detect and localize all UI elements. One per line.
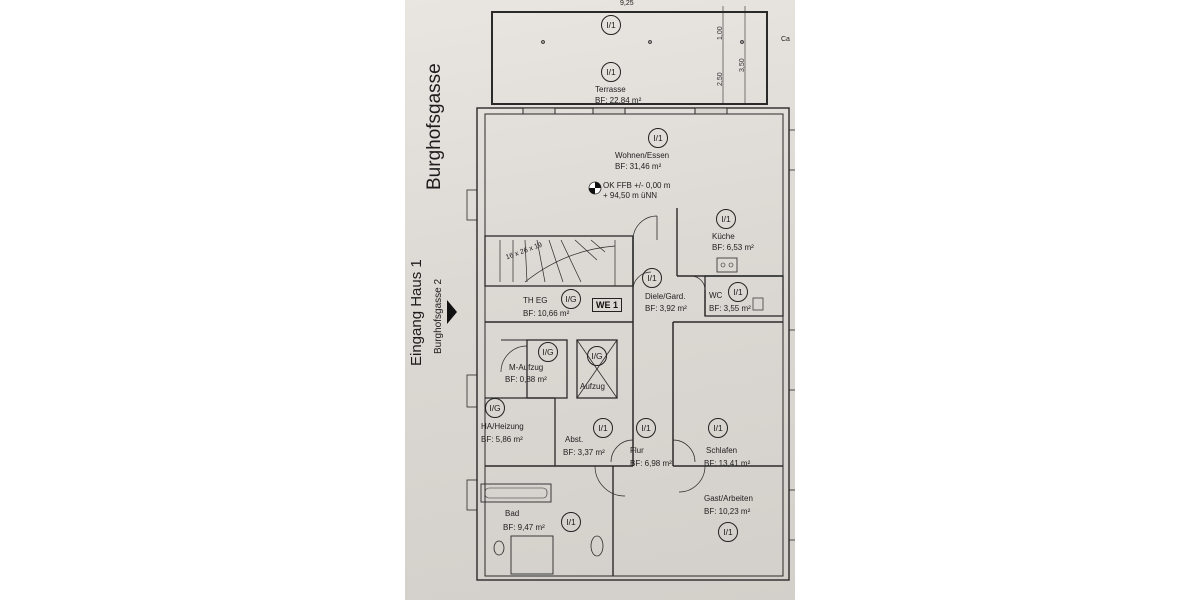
room-area-heizung: BF: 5,86 m² bbox=[481, 435, 523, 444]
room-name-heizung: HA/Heizung bbox=[481, 422, 524, 431]
entrance-address: Burghofsgasse 2 bbox=[433, 278, 444, 354]
room-area-kueche: BF: 6,53 m² bbox=[712, 243, 754, 252]
room-marker: I/G bbox=[587, 346, 607, 366]
dimension-label: 1,00 bbox=[717, 26, 724, 40]
entrance-label: Eingang Haus 1 bbox=[408, 259, 425, 366]
room-name-aufzug: Aufzug bbox=[580, 382, 605, 391]
room-name-flur: Flur bbox=[630, 446, 644, 455]
room-area-bad: BF: 9,47 m² bbox=[503, 523, 545, 532]
room-area-gast: BF: 10,23 m² bbox=[704, 507, 751, 516]
room-name-wc: WC bbox=[709, 291, 723, 300]
dimension-label: 3,50 bbox=[739, 58, 746, 72]
floor-plan-sheet: Burghofsgasse Eingang Haus 1 Burghofsgas… bbox=[405, 0, 795, 600]
room-area-schlafen: BF: 13,41 m² bbox=[704, 459, 751, 468]
room-name-m-aufzug: M-Aufzug bbox=[509, 363, 544, 372]
room-marker: I/1 bbox=[593, 418, 613, 438]
room-area-m-aufzug: BF: 0,88 m² bbox=[505, 375, 547, 384]
room-area-flur: BF: 6,98 m² bbox=[630, 459, 672, 468]
room-name-gast: Gast/Arbeiten bbox=[704, 494, 753, 503]
room-marker: I/1 bbox=[716, 209, 736, 229]
room-marker: I/1 bbox=[561, 512, 581, 532]
room-name-kueche: Küche bbox=[712, 232, 735, 241]
room-marker: I/G bbox=[485, 398, 505, 418]
room-marker: I/1 bbox=[642, 268, 662, 288]
room-marker: I/1 bbox=[636, 418, 656, 438]
dimension-label: 2,50 bbox=[717, 72, 724, 86]
apartment-badge: WE 1 bbox=[592, 298, 623, 312]
room-marker: I/1 bbox=[601, 15, 621, 35]
terrace-outline bbox=[491, 11, 768, 105]
room-name-abst: Abst. bbox=[565, 435, 584, 444]
room-area-wohnen: BF: 31,46 m² bbox=[615, 162, 662, 171]
room-area-abst: BF: 3,37 m² bbox=[563, 448, 605, 457]
room-marker: I/G bbox=[538, 342, 558, 362]
room-marker: I/1 bbox=[601, 62, 621, 82]
elevation-line2: + 94,50 m üNN bbox=[603, 191, 658, 200]
elevation-line1: OK FFB +/- 0,00 m bbox=[603, 181, 671, 190]
room-marker: I/1 bbox=[648, 128, 668, 148]
room-name-diele: Diele/Gard. bbox=[645, 292, 686, 301]
room-name-bad: Bad bbox=[505, 509, 520, 518]
room-area-th-eg: BF: 10,66 m² bbox=[523, 309, 570, 318]
room-marker: I/1 bbox=[728, 282, 748, 302]
room-area-wc: BF: 3,55 m² bbox=[709, 304, 751, 313]
floor-plan-drawing bbox=[447, 6, 795, 581]
room-area-diele: BF: 3,92 m² bbox=[645, 304, 687, 313]
room-name-terrasse: Terrasse bbox=[595, 85, 626, 94]
room-name-schlafen: Schlafen bbox=[706, 446, 738, 455]
room-area-terrasse: BF: 22,84 m² bbox=[595, 96, 642, 105]
street-label: Burghofsgasse bbox=[424, 63, 445, 190]
room-name-th-eg: TH EG bbox=[523, 296, 548, 305]
room-name-wohnen: Wohnen/Essen bbox=[615, 151, 670, 160]
room-marker: I/G bbox=[561, 289, 581, 309]
dimension-label: 9,25 bbox=[620, 0, 634, 7]
room-marker: I/1 bbox=[708, 418, 728, 438]
dimension-label: Ca bbox=[781, 36, 790, 43]
room-marker: I/1 bbox=[718, 522, 738, 542]
